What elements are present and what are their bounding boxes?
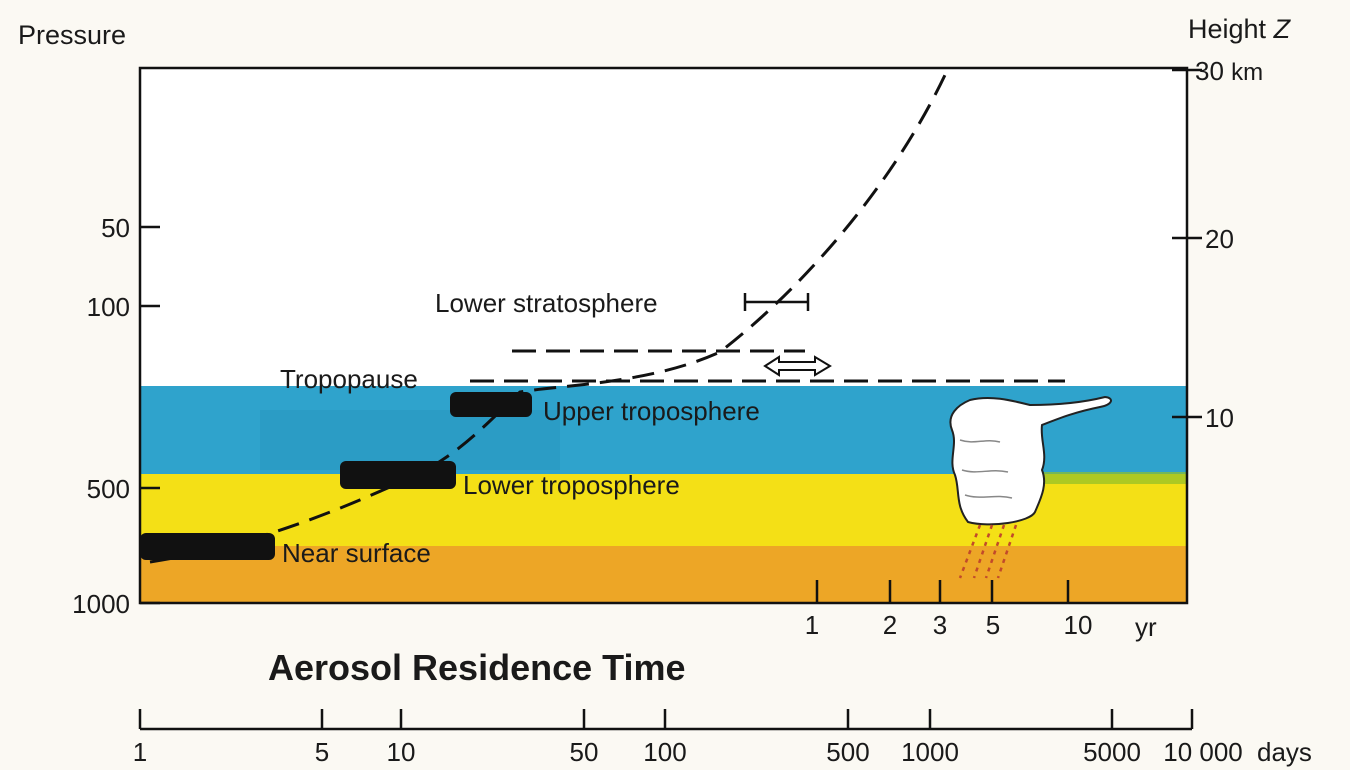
residence-time-curve (149, 74, 947, 564)
pressure-ticks (140, 225, 160, 605)
near-surface-range-bar (140, 533, 275, 560)
years-ticks (815, 580, 1070, 603)
height-tick-30-value: 30 (1195, 56, 1224, 86)
lower-stratosphere-label: Lower stratosphere (435, 288, 658, 318)
pressure-tick-500: 500 (87, 474, 130, 504)
years-unit-label: yr (1135, 612, 1157, 642)
days-tick-100: 100 (643, 737, 686, 767)
days-tick-1: 1 (133, 737, 147, 767)
double-arrow-icon (763, 355, 832, 377)
thunderstorm-cloud-icon (949, 395, 1112, 579)
height-ticks (1172, 68, 1202, 419)
days-tick-500: 500 (826, 737, 869, 767)
near-surface-label: Near surface (282, 538, 431, 568)
pressure-tick-100: 100 (87, 292, 130, 322)
year-tick-1: 1 (805, 610, 819, 640)
height-unit: km (1231, 59, 1263, 86)
diagram-title: Aerosol Residence Time (268, 647, 686, 688)
days-tick-5000: 5000 (1083, 737, 1141, 767)
days-tick-5: 5 (315, 737, 329, 767)
year-tick-2: 2 (883, 610, 897, 640)
year-tick-3: 3 (933, 610, 947, 640)
height-tick-10: 10 (1205, 403, 1234, 433)
upper-troposphere-label: Upper troposphere (543, 396, 760, 426)
days-tick-10000: 10 000 (1163, 737, 1243, 767)
pressure-tick-50: 50 (101, 213, 130, 243)
days-unit-label: days (1257, 737, 1312, 767)
height-axis-word: Height (1188, 14, 1267, 44)
days-tick-1000: 1000 (901, 737, 959, 767)
lower-troposphere-range-bar (340, 461, 456, 489)
days-scale-ticks (138, 709, 1194, 729)
tropopause-label: Tropopause (280, 364, 418, 394)
year-tick-10: 10 (1064, 610, 1093, 640)
year-tick-5: 5 (986, 610, 1000, 640)
boundary-green-strip (1040, 472, 1187, 484)
pressure-axis-title: Pressure (18, 20, 126, 50)
height-axis-title: Height Z (1188, 14, 1292, 44)
height-axis-variable: Z (1273, 14, 1292, 44)
lower-troposphere-label: Lower troposphere (463, 470, 680, 500)
plot-frame (138, 66, 1189, 605)
near-surface-band (140, 546, 1187, 603)
days-tick-10: 10 (387, 737, 416, 767)
upper-troposphere-range-bar (450, 392, 532, 417)
days-tick-50: 50 (570, 737, 599, 767)
pressure-tick-1000: 1000 (72, 589, 130, 619)
upper-troposphere-shade (260, 410, 560, 470)
stratosphere-band (140, 68, 1187, 386)
height-tick-20: 20 (1205, 224, 1234, 254)
height-tick-30: 30 km (1195, 56, 1263, 86)
stratosphere-range-bar (743, 293, 810, 311)
